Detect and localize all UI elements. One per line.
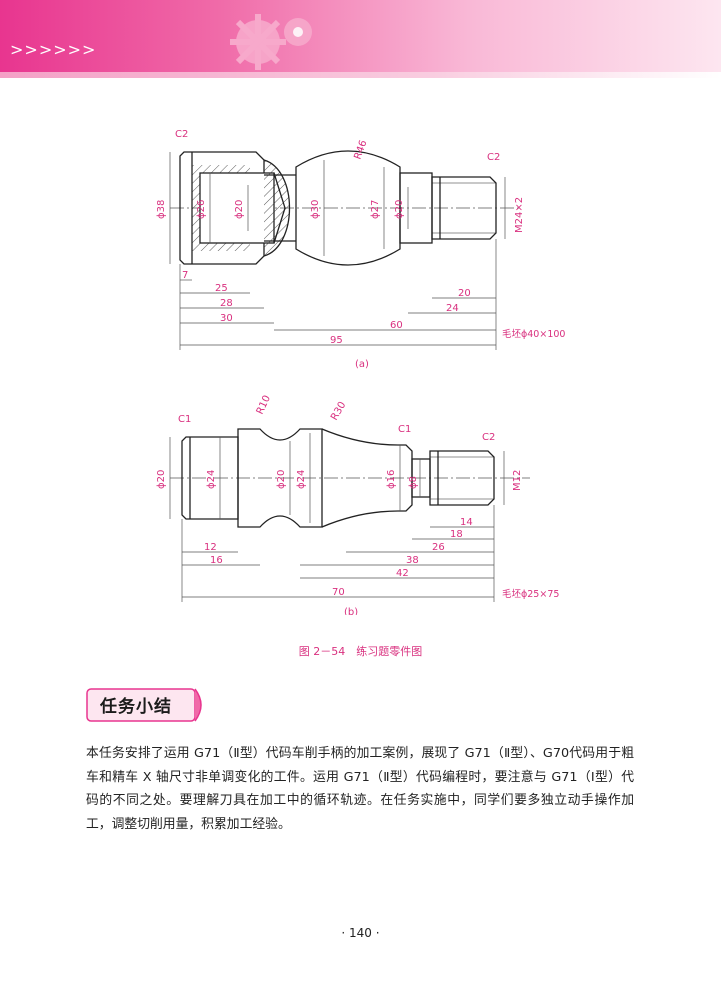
dimension-label: 95: [330, 335, 343, 346]
header-chevrons: >>>>>>: [10, 40, 97, 59]
page-number: · 140 ·: [341, 926, 380, 940]
dimension-label: C1: [398, 424, 411, 435]
dimension-label: 60: [390, 320, 403, 331]
page-header-band: [0, 0, 721, 72]
dimension-label: ϕ24: [206, 470, 217, 489]
gear-icon: [230, 14, 312, 70]
header-rule: [0, 72, 721, 78]
dimension-label: 42: [396, 568, 409, 579]
dimension-label: C2: [175, 129, 188, 140]
dimension-label: 38: [406, 555, 419, 566]
dimension-label: ϕ8: [408, 476, 419, 489]
dimension-label: R46: [352, 139, 369, 161]
dimension-label: 28: [220, 298, 233, 309]
drawing-a: [170, 150, 520, 266]
part-drawings: C2 C2 R46 M24×2 ϕ38 ϕ26 ϕ20 ϕ30 ϕ27 ϕ20 …: [156, 129, 565, 615]
dimension-label: ϕ20: [234, 200, 245, 219]
dimension-label: 25: [215, 283, 228, 294]
section-tab: [86, 688, 202, 722]
drawing-a-dimensions: [169, 152, 506, 350]
dimension-label: C1: [178, 414, 191, 425]
dimension-label: (b): [344, 607, 358, 615]
dimension-label: M12: [512, 470, 523, 491]
dimension-label: R30: [329, 400, 348, 423]
summary-paragraph: 本任务安排了运用 G71（Ⅱ型）代码车削手柄的加工案例，展现了 G71（Ⅱ型）、…: [86, 746, 634, 832]
dimension-label: C2: [482, 432, 495, 443]
dimension-label: 24: [446, 303, 459, 314]
drawing-b-labels: C1 C1 C2 R10 R30 M12 ϕ20 ϕ24 ϕ20 ϕ24 ϕ16…: [156, 394, 559, 615]
dimension-label: 18: [450, 529, 463, 540]
dimension-label: ϕ16: [386, 470, 397, 489]
dimension-label: 70: [332, 587, 345, 598]
dimension-label: (a): [355, 359, 369, 370]
dimension-label: ϕ38: [156, 200, 167, 219]
dimension-label: ϕ24: [296, 470, 307, 489]
dimension-label: 7: [182, 270, 188, 281]
dimension-label: 14: [460, 517, 473, 528]
dimension-label: 16: [210, 555, 223, 566]
dimension-label: 26: [432, 542, 445, 553]
dimension-label: 毛坯ϕ40×100: [502, 328, 565, 340]
dimension-label: ϕ20: [276, 470, 287, 489]
drawing-b: [170, 428, 530, 528]
dimension-label: 毛坯ϕ25×75: [502, 588, 559, 600]
drawing-a-labels: C2 C2 R46 M24×2 ϕ38 ϕ26 ϕ20 ϕ30 ϕ27 ϕ20 …: [156, 129, 565, 370]
dimension-label: M24×2: [514, 197, 525, 233]
dimension-label: ϕ30: [310, 200, 321, 219]
figure-caption: 图 2－54 练习题零件图: [298, 645, 423, 658]
dimension-label: ϕ26: [196, 200, 207, 219]
dimension-label: ϕ20: [394, 200, 405, 219]
dimension-label: R10: [255, 394, 273, 416]
dimension-label: 12: [204, 542, 217, 553]
dimension-label: ϕ27: [370, 200, 381, 219]
dimension-label: 20: [458, 288, 471, 299]
dimension-label: 30: [220, 313, 233, 324]
dimension-label: C2: [487, 152, 500, 163]
section-title: 任务小结: [100, 697, 172, 717]
dimension-label: ϕ20: [156, 470, 167, 489]
drawing-b-dimensions: [169, 433, 505, 602]
